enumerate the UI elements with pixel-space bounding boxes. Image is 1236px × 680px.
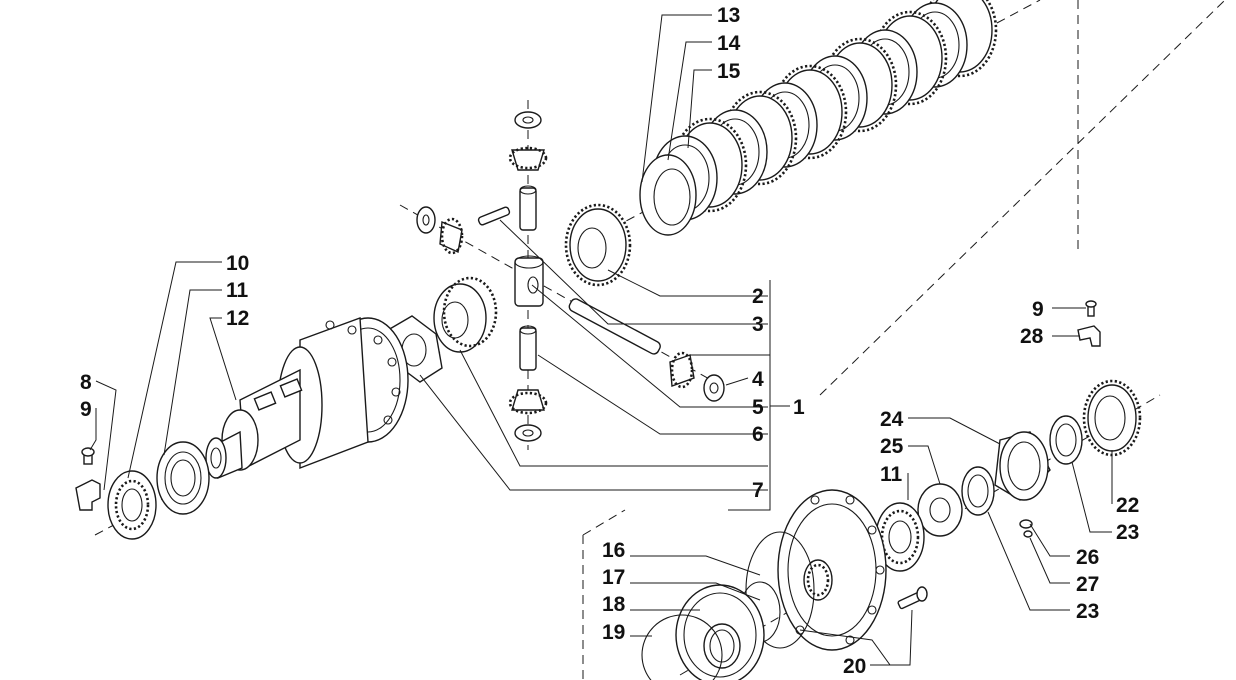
callout-22: 22 <box>1116 494 1139 517</box>
callout-15: 15 <box>717 60 741 83</box>
right-bearing-group <box>875 300 1142 572</box>
callout-17: 17 <box>602 566 625 589</box>
left-bearing-group <box>75 441 210 540</box>
differential-housing <box>205 317 409 480</box>
callout-16: 16 <box>602 539 625 562</box>
callout-11-right: 11 <box>880 463 903 486</box>
callout-14: 14 <box>717 32 741 55</box>
callout-10: 10 <box>226 252 249 275</box>
leader-lines <box>89 0 1113 666</box>
callout-18: 18 <box>602 593 626 616</box>
clutch-plate-stack <box>639 0 998 236</box>
callout-28: 28 <box>1020 325 1044 348</box>
callout-labels: 13 14 15 10 11 12 8 9 2 3 4 5 6 7 1 9 28… <box>80 4 1139 678</box>
callout-23-lower: 23 <box>1076 600 1099 623</box>
callout-23-upper: 23 <box>1116 521 1139 544</box>
callout-5: 5 <box>752 396 764 419</box>
callout-13: 13 <box>717 4 740 27</box>
callout-9-right: 9 <box>1032 298 1044 321</box>
callout-26: 26 <box>1076 546 1099 569</box>
callout-12: 12 <box>226 307 249 330</box>
callout-24: 24 <box>880 408 904 431</box>
callout-20: 20 <box>843 655 866 678</box>
callout-2: 2 <box>752 285 764 308</box>
callout-6: 6 <box>752 423 764 446</box>
callout-3: 3 <box>752 313 764 336</box>
center-lines <box>94 0 1226 680</box>
callout-25: 25 <box>880 435 904 458</box>
flange-hub-group <box>641 489 928 680</box>
callout-1: 1 <box>793 396 805 419</box>
callout-27: 27 <box>1076 573 1099 596</box>
callout-11-left: 11 <box>226 279 249 302</box>
callout-7: 7 <box>752 479 764 502</box>
callout-9-left: 9 <box>80 398 92 421</box>
callout-8: 8 <box>80 371 92 394</box>
callout-19: 19 <box>602 621 625 644</box>
callout-4: 4 <box>752 368 764 391</box>
